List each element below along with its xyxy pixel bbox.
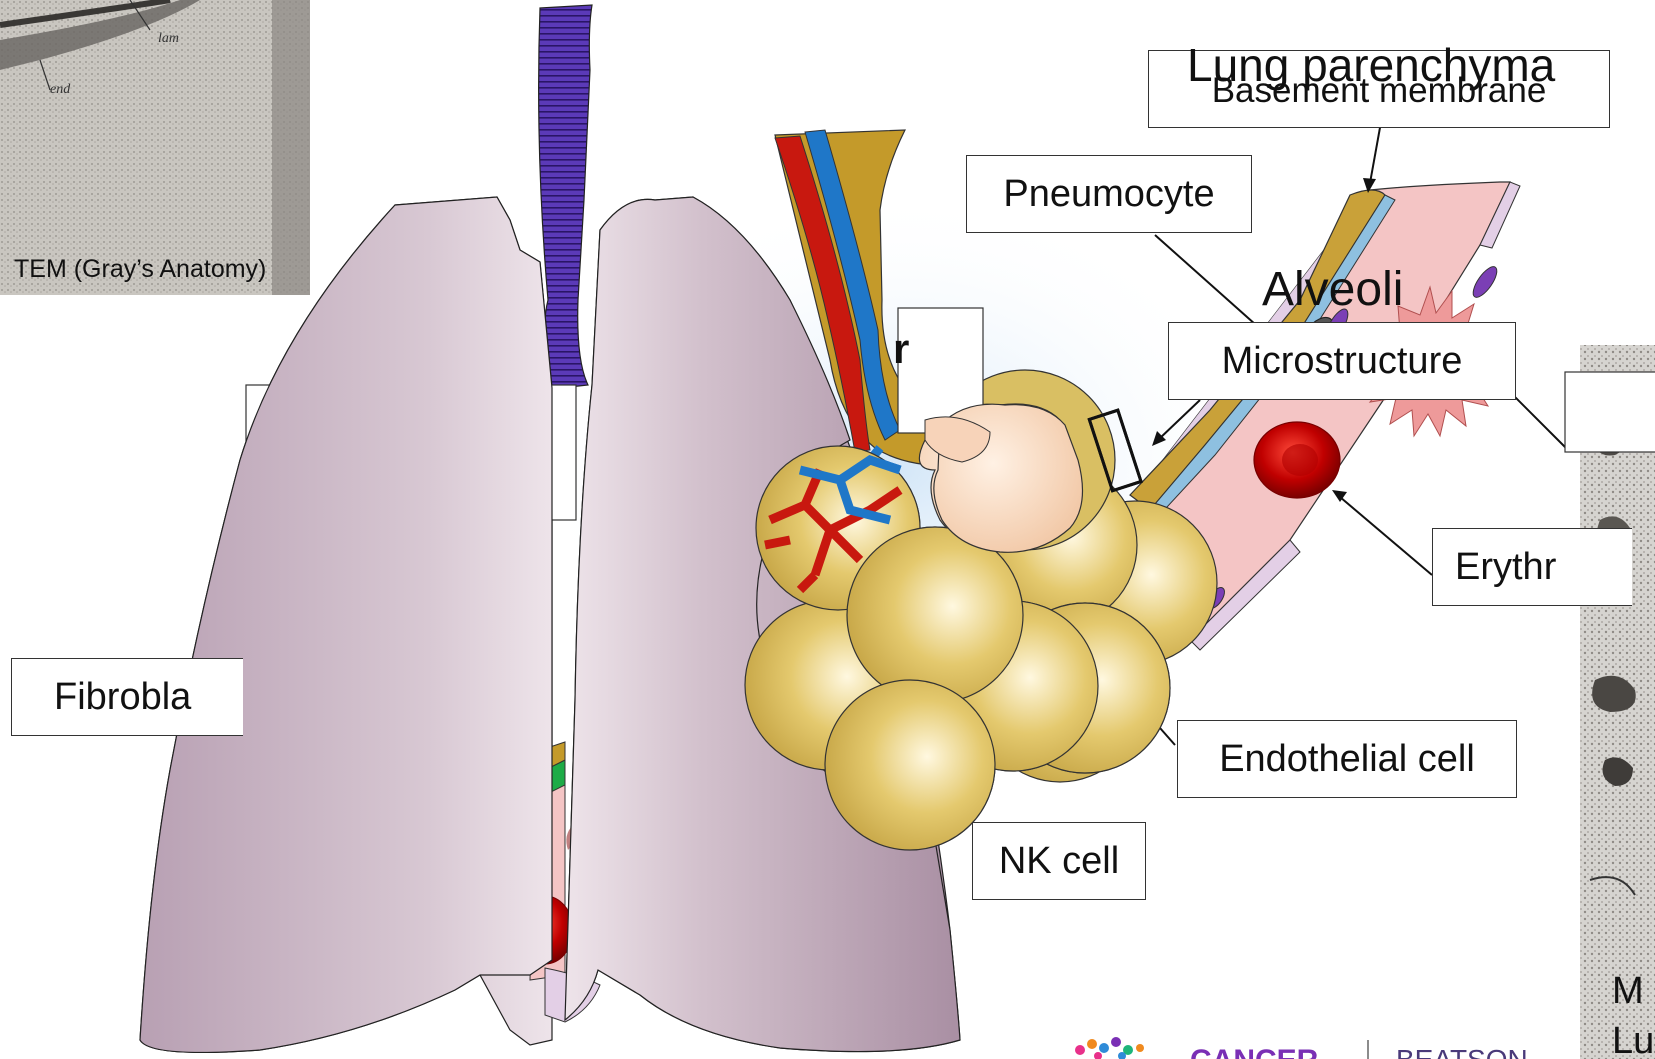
micrograph-caption-line1: M [1612, 970, 1644, 1013]
alveoli-title: Alveoli [1262, 262, 1403, 317]
fibroblast-label: Fibrobla [11, 658, 243, 736]
cancer-logo-text: CANCER [1190, 1044, 1318, 1059]
beatson-logo-text: BEATSON [1396, 1044, 1528, 1059]
pneumocyte-label: Pneumocyte [966, 155, 1252, 233]
erythrocyte-label: Erythr [1432, 528, 1632, 606]
micrograph-caption-line2: Lu [1612, 1020, 1654, 1059]
lung-parenchyma-title: Lung parenchyma [1187, 38, 1555, 92]
tem-caption: TEM (Gray’s Anatomy) [14, 255, 266, 284]
microstructure-label: Microstructure [1168, 322, 1516, 400]
endothelial-cell-label: Endothelial cell [1177, 720, 1517, 798]
occluded-label-r: r [893, 325, 909, 373]
nk-cell-label: NK cell [972, 822, 1146, 900]
